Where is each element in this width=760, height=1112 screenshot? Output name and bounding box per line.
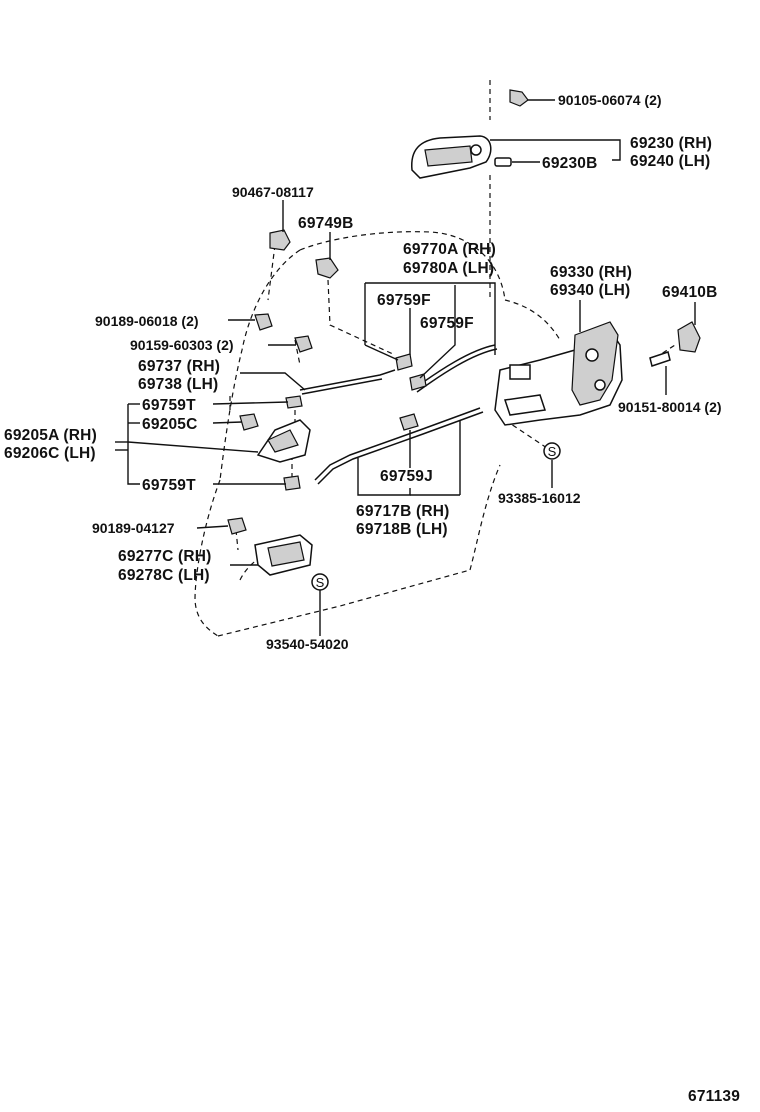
inside-handle-bracket-part — [256, 419, 311, 463]
label-69759t-lower: 69759T — [142, 477, 196, 494]
label-93540-54020: 93540-54020 — [266, 636, 349, 652]
label-69759f-upper: 69759F — [377, 292, 431, 309]
clip-69749B-part — [315, 257, 339, 279]
clip-90467-part — [269, 229, 291, 251]
clip-69759T-lower-part — [283, 475, 301, 491]
leader-lines — [115, 139, 696, 636]
striker-69410B-part — [649, 321, 701, 367]
label-69759f-lower: 69759F — [420, 315, 474, 332]
label-69240-lh: 69240 (LH) — [630, 153, 710, 170]
outside-handle-part — [411, 135, 492, 179]
label-69330-rh: 69330 (RH) — [550, 264, 632, 281]
label-69230-rh: 69230 (RH) — [630, 135, 712, 152]
label-69230b: 69230B — [542, 155, 598, 172]
diagram-number: 671139 — [688, 1088, 740, 1105]
label-69759j: 69759J — [380, 468, 433, 485]
lower-rod-part — [314, 407, 484, 485]
label-69278c-lh: 69278C (LH) — [118, 567, 210, 584]
label-69737-rh: 69737 (RH) — [138, 358, 220, 375]
bolt-90189-06018-part — [254, 313, 273, 331]
label-69410b: 69410B — [662, 284, 718, 301]
label-90159-60303: 90159-60303 (2) — [130, 337, 234, 353]
s-symbol-93540-text: S — [316, 575, 325, 590]
s-symbol-93385: S — [543, 442, 561, 460]
label-90467-08117: 90467-08117 — [232, 184, 314, 200]
clip-69205C-part — [239, 413, 259, 431]
handle-clip-part — [494, 157, 512, 167]
s-symbol-93540: S — [311, 573, 329, 591]
label-90189-04127: 90189-04127 — [92, 520, 175, 536]
label-69738-lh: 69738 (LH) — [138, 376, 218, 393]
part-labels: 90105-06074 (2) 69230 (RH) 69240 (LH) 69… — [4, 92, 722, 652]
bolt-90189-04127-part — [227, 517, 247, 535]
label-69770a-rh: 69770A (RH) — [403, 241, 496, 258]
label-90151-80014: 90151-80014 (2) — [618, 399, 722, 415]
s-symbol-93385-text: S — [548, 444, 557, 459]
inside-handle-part — [254, 534, 313, 576]
clip-69759T-upper-part — [285, 395, 303, 409]
label-69759t-upper: 69759T — [142, 397, 196, 414]
outside-handle-bolt-part — [509, 89, 555, 107]
label-69206c-lh: 69206C (LH) — [4, 445, 96, 462]
label-69205c: 69205C — [142, 416, 198, 433]
label-90189-06018: 90189-06018 (2) — [95, 313, 199, 329]
label-69340-lh: 69340 (LH) — [550, 282, 630, 299]
label-69277c-rh: 69277C (RH) — [118, 548, 212, 565]
door-lock-assembly-part — [494, 321, 623, 426]
screw-90159-part — [294, 335, 313, 353]
label-93385-16012: 93385-16012 — [498, 490, 581, 506]
label-69717b-rh: 69717B (RH) — [356, 503, 450, 520]
label-69780a-lh: 69780A (LH) — [403, 260, 494, 277]
label-69718b-lh: 69718B (LH) — [356, 521, 448, 538]
label-69205a-rh: 69205A (RH) — [4, 427, 97, 444]
lock-rods-upper-part — [299, 344, 498, 395]
label-90105-06074: 90105-06074 (2) — [558, 92, 662, 108]
label-69749b: 69749B — [298, 215, 354, 232]
